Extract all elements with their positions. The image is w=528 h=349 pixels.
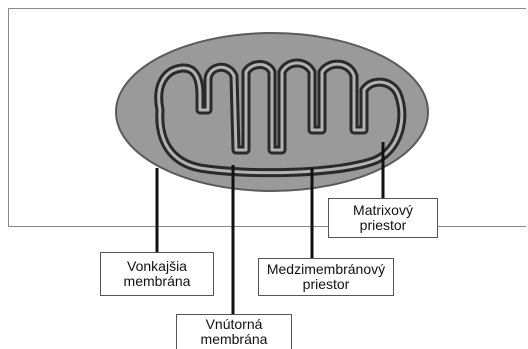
label-intermembrane-space: Medzimembránový priestor: [258, 258, 394, 296]
label-matrix-space: Matrixový priestor: [328, 198, 438, 238]
label-inner-membrane-line1: Vnútorná: [177, 317, 291, 332]
label-matrix-space-line1: Matrixový: [329, 203, 437, 218]
label-matrix-space-line2: priestor: [329, 218, 437, 233]
label-outer-membrane-line2: membrána: [101, 274, 213, 289]
label-outer-membrane: Vonkajšia membrána: [100, 252, 214, 296]
label-intermembrane-space-line2: priestor: [259, 277, 393, 292]
label-outer-membrane-line1: Vonkajšia: [101, 259, 213, 274]
label-intermembrane-space-line1: Medzimembránový: [259, 262, 393, 277]
label-inner-membrane: Vnútorná membrána: [176, 314, 292, 349]
label-inner-membrane-line2: membrána: [177, 332, 291, 347]
